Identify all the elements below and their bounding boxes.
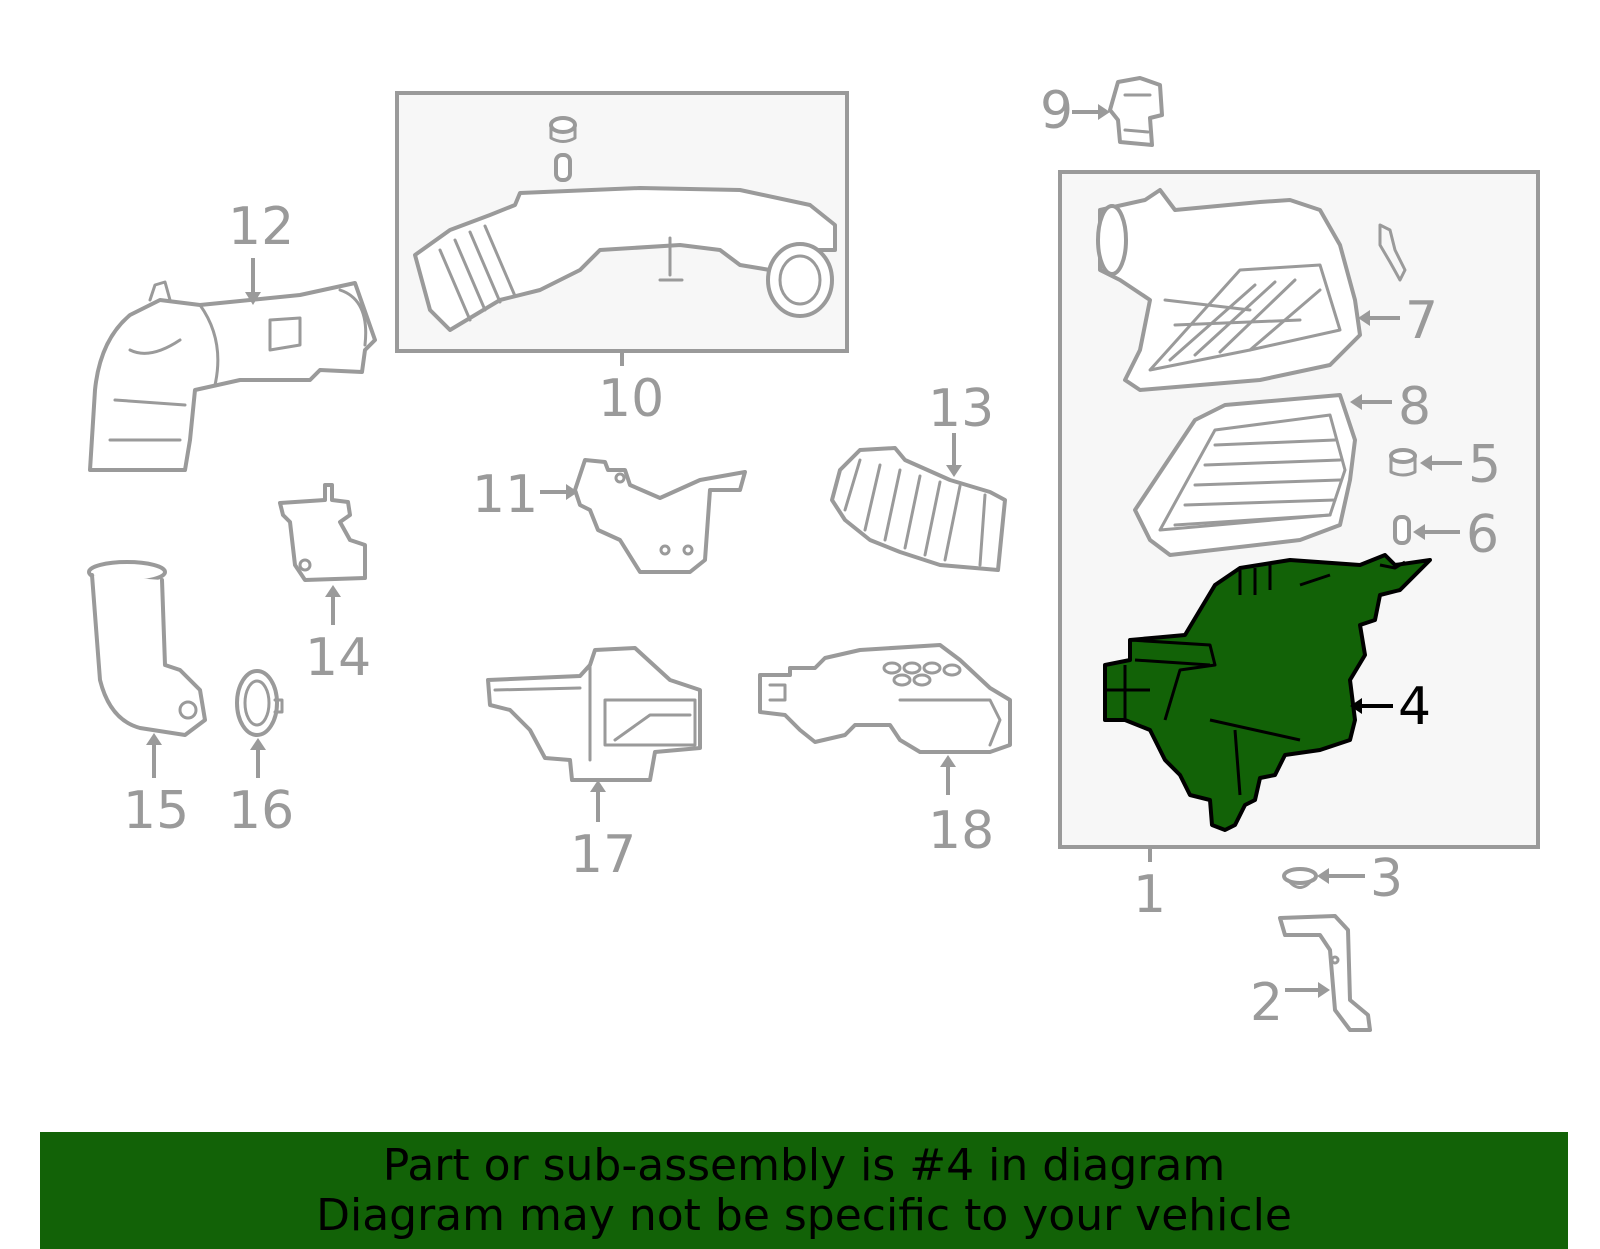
part-6-pin[interactable] — [1393, 515, 1411, 545]
banner-line-1: Part or sub-assembly is #4 in diagram — [382, 1139, 1226, 1191]
part-13-hose[interactable] — [830, 446, 1007, 572]
banner-line-2: Diagram may not be specific to your vehi… — [316, 1189, 1292, 1241]
callout-9: 9 — [1040, 81, 1073, 141]
callout-18: 18 — [928, 801, 994, 861]
callout-7: 7 — [1405, 291, 1438, 351]
part-14-resonator-mount[interactable] — [278, 483, 367, 582]
part-12-intake-duct[interactable] — [88, 280, 377, 472]
callout-3: 3 — [1370, 849, 1403, 909]
part-11-bracket[interactable] — [573, 458, 747, 574]
callout-16: 16 — [228, 781, 294, 841]
part-5-grommet[interactable] — [1389, 448, 1417, 477]
info-banner: Part or sub-assembly is #4 in diagram Di… — [40, 1132, 1568, 1249]
callout-15: 15 — [123, 781, 189, 841]
callout-11: 11 — [472, 465, 538, 525]
callout-12: 12 — [228, 197, 294, 257]
part-16-gasket[interactable] — [235, 669, 284, 737]
callout-8: 8 — [1398, 377, 1431, 437]
part-17-duct-assembly[interactable] — [486, 646, 702, 782]
callout-13: 13 — [928, 379, 994, 439]
callout-14: 14 — [305, 628, 371, 688]
callout-17: 17 — [570, 825, 636, 885]
part-10-air-duct[interactable] — [413, 116, 837, 332]
callout-1: 1 — [1133, 865, 1166, 925]
part-15-intake-pipe[interactable] — [87, 560, 207, 737]
part-4-lower-case-highlighted[interactable] — [1103, 553, 1432, 832]
part-9-clip[interactable] — [1108, 76, 1164, 147]
part-7-upper-case[interactable] — [1096, 188, 1407, 392]
callout-6: 6 — [1466, 505, 1499, 565]
part-18-mass-air-flow-sensor[interactable] — [758, 643, 1012, 754]
callout-10: 10 — [598, 369, 664, 429]
callout-5: 5 — [1468, 435, 1501, 495]
part-3-nut[interactable] — [1282, 867, 1318, 889]
callout-2: 2 — [1250, 973, 1283, 1033]
part-8-air-filter[interactable] — [1133, 393, 1357, 557]
part-2-bracket[interactable] — [1278, 914, 1372, 1032]
callout-4: 4 — [1398, 677, 1431, 737]
